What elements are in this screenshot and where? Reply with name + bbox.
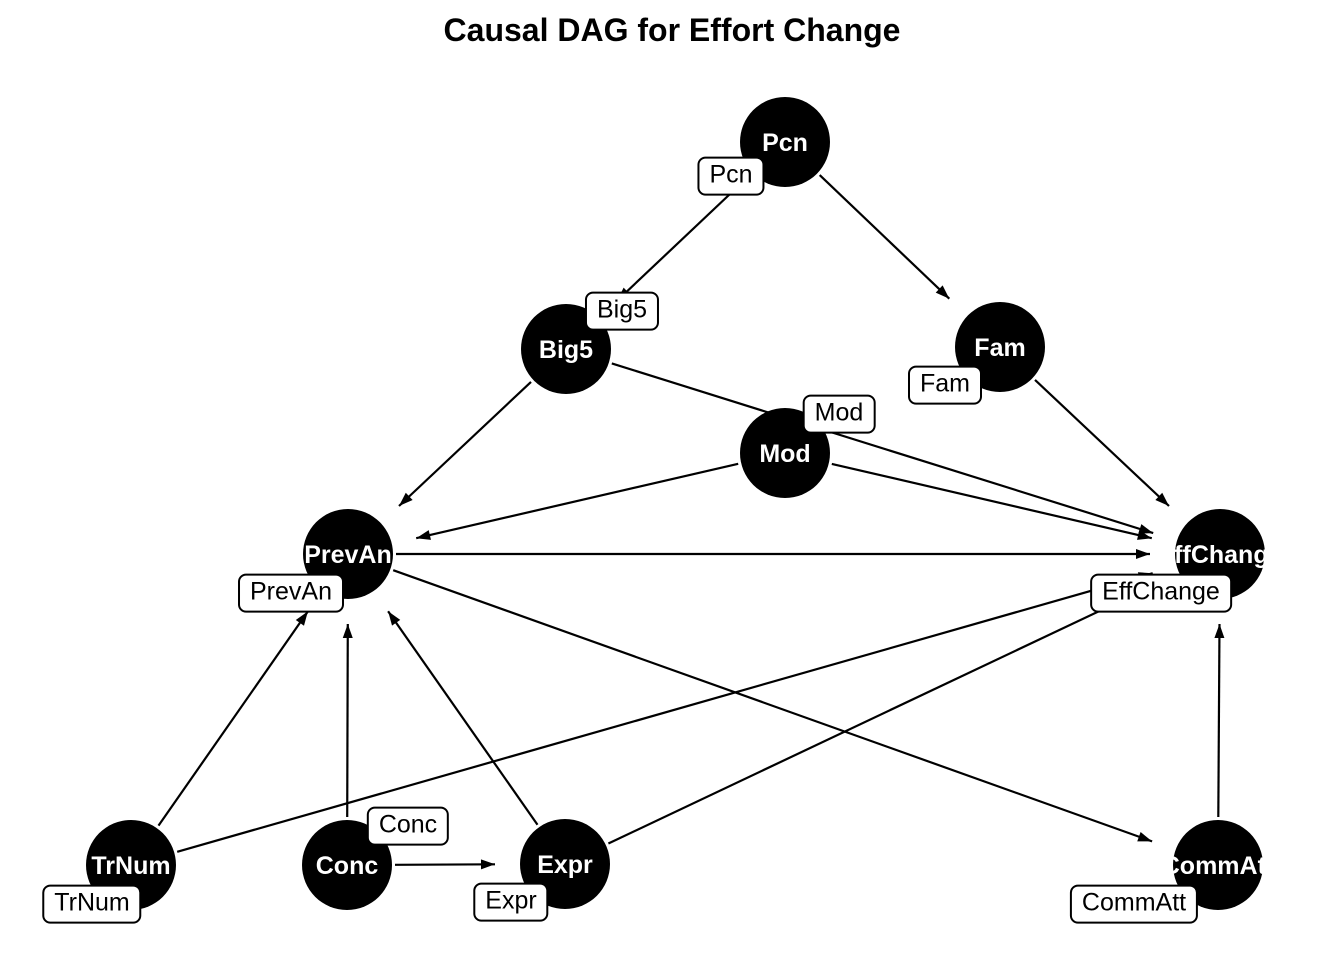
edge-TrNum-EffChange [176, 572, 1154, 853]
edge-TrNum-PrevAn [157, 610, 309, 827]
edge-Mod-EffChange [831, 462, 1153, 540]
node-label-PrevAn: PrevAn [304, 541, 392, 569]
edge-Expr-PrevAn [387, 610, 539, 826]
node-label-Mod: Mod [759, 440, 810, 468]
edge-CommAtt-EffChange [1214, 623, 1225, 818]
node-label-Big5: Big5 [539, 336, 593, 364]
node-label-EffChange: EffChange [1158, 541, 1283, 569]
edge-Mod-PrevAn [415, 462, 739, 540]
node-label-TrNum: TrNum [91, 852, 170, 880]
node-label-Conc: Conc [316, 852, 379, 880]
edge-Expr-EffChange [607, 582, 1158, 845]
edge-Big5-PrevAn [398, 381, 532, 507]
figure-title: Causal DAG for Effort Change [443, 12, 901, 48]
edge-Big5-EffChange [611, 362, 1154, 535]
edge-Pcn-Fam [818, 174, 951, 300]
edge-Fam-EffChange [1034, 379, 1170, 507]
edge-PrevAn-CommAtt [392, 569, 1153, 843]
node-label-CommAtt: CommAtt [1162, 852, 1275, 880]
node-label-Expr: Expr [537, 851, 593, 879]
edge-Conc-PrevAn [342, 623, 353, 818]
edge-Pcn-Big5 [616, 174, 751, 302]
node-label-Pcn: Pcn [762, 129, 808, 157]
node-label-Fam: Fam [974, 334, 1025, 362]
edge-Conc-Expr [394, 859, 496, 870]
edges-layer [157, 174, 1225, 870]
